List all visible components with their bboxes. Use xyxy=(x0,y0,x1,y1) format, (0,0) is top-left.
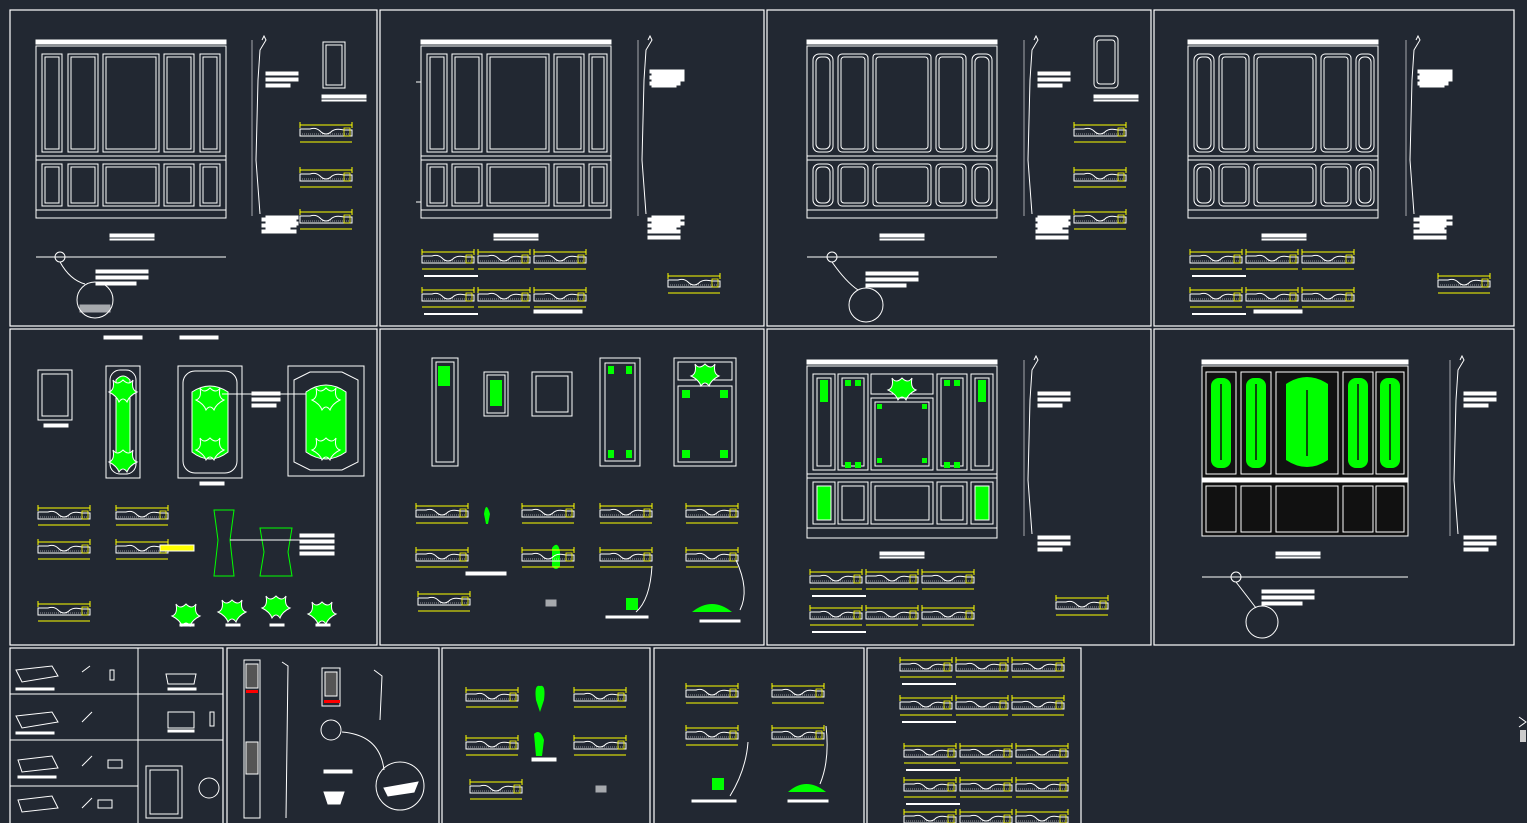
sheet-5-carved-panels[interactable] xyxy=(37,335,365,627)
sheet-9-moulding-perspectives[interactable] xyxy=(10,648,223,823)
scroll-indicator-icon xyxy=(1518,716,1527,742)
sheet-11-moulding-sections[interactable] xyxy=(465,685,627,800)
sheet-3-wall-elevation-rounded[interactable] xyxy=(806,35,1139,323)
sheet-1-wall-elevation[interactable] xyxy=(35,35,367,319)
sheet-7-wall-elevation-carved[interactable] xyxy=(806,355,1109,632)
sheet-12-moulding-sections[interactable] xyxy=(685,682,829,803)
sheet-2-wall-elevation[interactable] xyxy=(416,35,721,314)
sheet-6-panel-details[interactable] xyxy=(415,357,745,623)
sheet-frames xyxy=(9,9,1515,823)
sheet-10-pilaster-details[interactable] xyxy=(243,659,425,819)
sheet-4-wall-elevation-rounded[interactable] xyxy=(1187,35,1491,314)
sheet-8-wall-elevation-dark-carved[interactable] xyxy=(1201,355,1497,639)
